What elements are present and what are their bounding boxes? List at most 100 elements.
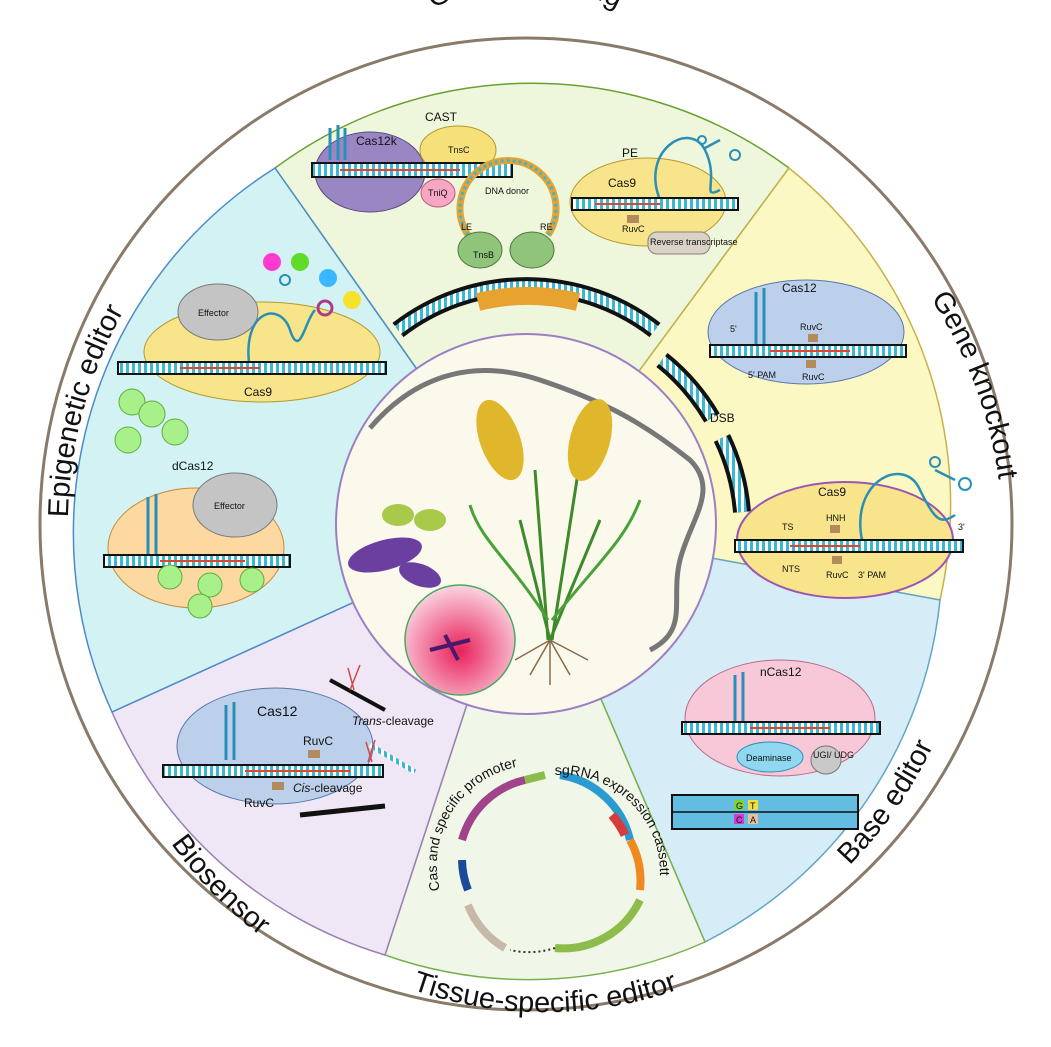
ugi-udg-label: UGI/ UDG	[813, 750, 854, 760]
bio-ruvc-bottom-domain	[272, 782, 284, 790]
plasmid-segment-green-top	[524, 771, 546, 784]
ts-label: TS	[782, 522, 794, 532]
ko-ruvc-label: RuvC	[826, 570, 849, 580]
epi-guide-rna	[247, 309, 316, 371]
ko-cas9-label: Cas9	[818, 485, 846, 499]
le-label: LE	[461, 222, 472, 232]
gene-targeting-arc-donor	[475, 287, 581, 311]
epi-histone-2	[138, 400, 166, 428]
bio-ruvc-top-label: RuvC	[303, 734, 333, 748]
epi-fluor-blue	[319, 269, 337, 287]
reverse-transcriptase	[647, 231, 711, 255]
center-panel	[335, 333, 717, 715]
dsb-label: DSB	[710, 411, 735, 425]
dcas12-histone-3	[239, 567, 265, 593]
ncas12-guide-rna	[733, 672, 745, 728]
cas12-label: Cas12	[782, 281, 817, 295]
cas12-ruvc-top-domain	[808, 334, 818, 342]
epi-cas9-label: Cas9	[244, 385, 272, 399]
cis-cleavage-label: Cis-cleavage	[293, 781, 363, 795]
base-a-label: A	[750, 815, 756, 825]
tniq-label: TniQ	[428, 188, 448, 198]
dna-donor-label: DNA donor	[485, 186, 529, 196]
plasmid-segment-green	[554, 898, 644, 953]
plasmid-segment-purple	[458, 776, 526, 842]
hnh-domain	[830, 525, 840, 533]
chromosome-purple-arm	[398, 562, 442, 588]
base-t-label: T	[750, 801, 756, 811]
epi-effector-bottom-label: Effector	[214, 501, 245, 511]
pe-cas9-label: Cas9	[608, 176, 636, 190]
rice-leaf-left	[468, 504, 550, 621]
epi-fluor-green	[291, 253, 309, 271]
base-c-label: C	[736, 815, 743, 825]
cas12-ruvc-bottom-domain	[806, 360, 816, 368]
epi-histone-3	[114, 426, 142, 454]
center-dna-helix	[368, 368, 706, 653]
rice-panicle-right	[567, 399, 613, 481]
ko-rna-loop-2	[958, 477, 972, 491]
pe-ruvc-domain	[627, 215, 639, 223]
cas12k-label: Cas12k	[356, 134, 398, 148]
dcas12-histone-2	[197, 572, 223, 598]
tnsc-label: TnsC	[448, 145, 470, 155]
pe-rna-loop-2	[729, 149, 741, 161]
rice-leaf-right	[550, 499, 642, 621]
base-editor-panel: nCas12 Deaminase UGI/ UDG G T C A	[671, 659, 881, 830]
trans-ssdna-fragment	[329, 678, 386, 712]
center-chloroplast-1	[382, 504, 414, 526]
base-g-block	[734, 800, 744, 810]
epi-histone-4	[161, 418, 189, 446]
cis-cleaved-fragment	[299, 803, 386, 818]
nts-label: NTS	[782, 564, 800, 574]
epi-rna-aptamer	[316, 299, 334, 317]
dcas12-histone-1	[157, 564, 183, 590]
plasmid-segment-beige	[464, 903, 508, 952]
base-t-block	[748, 800, 758, 810]
cas12k-guide-rna	[328, 125, 347, 160]
center-cell	[404, 584, 516, 696]
pe-ruvc-label: RuvC	[622, 224, 645, 234]
cas12-ruvc-top-label: RuvC	[800, 322, 823, 332]
pe-guide-rna	[654, 136, 721, 201]
ko-3prime-label: 3'	[958, 522, 965, 532]
epi-fluor-yellow	[343, 291, 361, 309]
base-g-label: G	[736, 801, 743, 811]
center-cell-chromosome	[429, 634, 471, 661]
ugi-udg-enzyme	[810, 745, 842, 775]
base-a-block	[748, 814, 758, 824]
ncas12-label: nCas12	[760, 665, 802, 679]
cas12-5prime-label: 5'	[730, 324, 737, 334]
hnh-label: HNH	[826, 513, 846, 523]
re-label: RE	[540, 222, 553, 232]
base-c-block	[734, 814, 744, 824]
bio-ruvc-bottom-label: RuvC	[244, 796, 274, 810]
ko-rna-loop-1	[929, 456, 941, 468]
epi-histone-1	[118, 388, 146, 416]
trans-scissors	[347, 664, 361, 691]
cas12-ruvc-bottom-label: RuvC	[802, 372, 825, 382]
plasmid-segment-navy	[458, 859, 472, 892]
tnsb-protein-right	[509, 231, 555, 269]
rice-stem	[518, 459, 602, 641]
rice-roots	[514, 639, 589, 685]
gene-targeting-arc-dna-inner	[394, 281, 659, 334]
deaminase-label: Deaminase	[746, 753, 792, 763]
epi-rna-loop-1	[279, 274, 291, 286]
reverse-transcriptase-label: Reverse transcriptase	[650, 237, 738, 247]
gene-knockout-panel: Cas12 5' RuvC RuvC 5' PAM DSB Cas9 TS HN…	[656, 279, 972, 599]
pe-rna-loop-1	[697, 135, 707, 145]
trans-cleavage-label: Trans-cleavage	[352, 714, 434, 728]
cis-scissors	[365, 739, 376, 763]
trans-ssdna-fragment-2	[368, 742, 417, 775]
ko-cas9-guide-rna	[859, 468, 956, 541]
tnsb-protein-left	[457, 231, 503, 269]
epi-fluor-magenta	[263, 253, 281, 271]
bio-ruvc-top-domain	[308, 750, 320, 758]
cas12-guide-rna	[754, 288, 766, 345]
epigenetic-panel: Effector Cas9 Effector dCas12	[103, 253, 387, 619]
dcas12-guide-rna	[146, 494, 158, 555]
biosensor-panel: Cas12 RuvC RuvC Cis-cleavage Trans-cleav…	[162, 664, 434, 818]
cast-label: CAST	[425, 110, 458, 124]
